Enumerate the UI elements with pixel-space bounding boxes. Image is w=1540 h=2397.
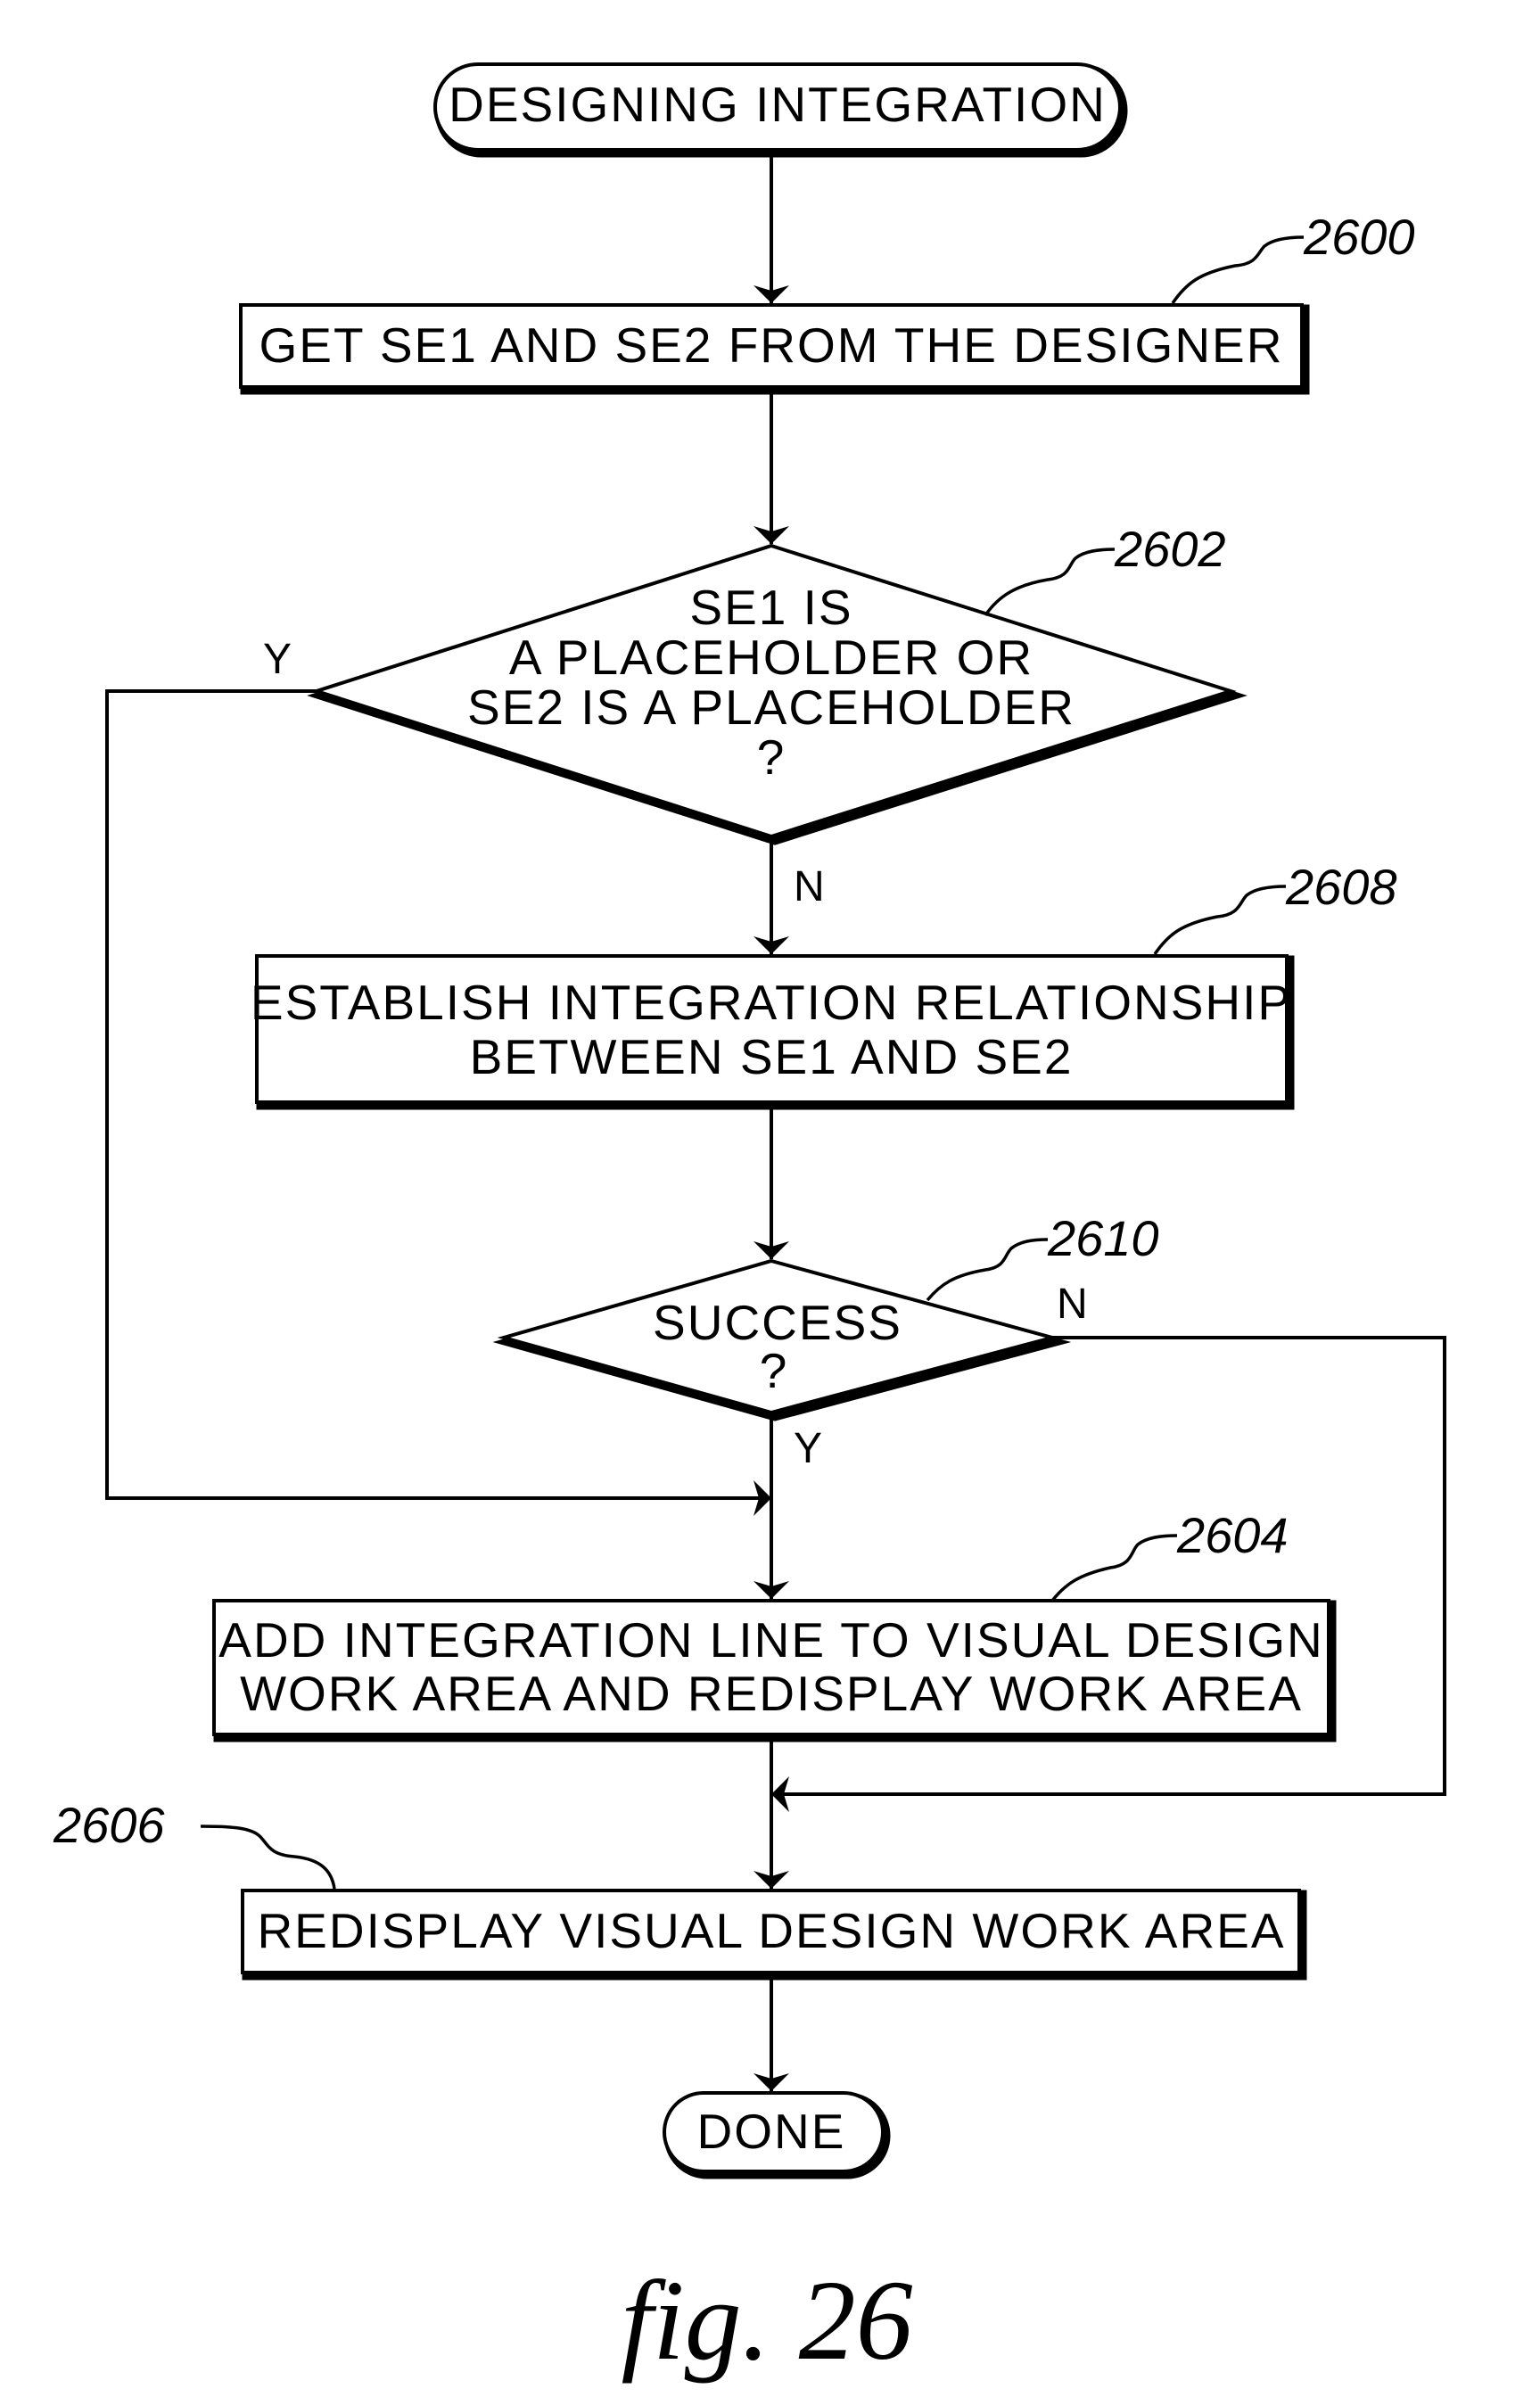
- ref-leader-2608: [1155, 886, 1286, 954]
- ref-leader-2602: [985, 549, 1115, 615]
- ref-label-2606: 2606: [53, 1797, 165, 1853]
- decision-2610-yes-label: Y: [794, 1425, 822, 1472]
- process-2604-line-2: WORK AREA AND REDISPLAY WORK AREA: [240, 1666, 1303, 1721]
- process-2604-line-1: ADD INTEGRATION LINE TO VISUAL DESIGN: [218, 1612, 1323, 1668]
- decision-2610-no-label: N: [1057, 1281, 1088, 1328]
- process-2600-line-1: GET SE1 AND SE2 FROM THE DESIGNER: [259, 317, 1284, 373]
- ref-label-2604: 2604: [1176, 1507, 1289, 1563]
- ref-leader-2604: [1052, 1536, 1177, 1601]
- decision-2602-yes-label: Y: [263, 636, 292, 683]
- decision-2602-line-2: A PLACEHOLDER OR: [509, 630, 1034, 685]
- ref-label-2608: 2608: [1285, 859, 1397, 915]
- start-label: DESIGNING INTEGRATION: [449, 77, 1107, 132]
- process-box-2604: ADD INTEGRATION LINE TO VISUAL DESIGN WO…: [214, 1601, 1332, 1738]
- decision-diamond-2602: SE1 IS A PLACEHOLDER OR SE2 IS A PLACEHO…: [317, 546, 1234, 841]
- decision-2610-line-2: ?: [760, 1343, 789, 1398]
- process-2608-line-2: BETWEEN SE1 AND SE2: [470, 1029, 1074, 1084]
- process-box-2608: ESTABLISH INTEGRATION RELATIONSHIP BETWE…: [251, 956, 1292, 1106]
- ref-label-2600: 2600: [1303, 209, 1415, 265]
- decision-2602-line-1: SE1 IS: [689, 580, 852, 635]
- process-2608-line-1: ESTABLISH INTEGRATION RELATIONSHIP: [251, 975, 1292, 1030]
- ref-leader-2600: [1173, 237, 1304, 303]
- process-box-2600: GET SE1 AND SE2 FROM THE DESIGNER: [241, 305, 1305, 391]
- decision-2602-line-3: SE2 IS A PLACEHOLDER: [467, 680, 1075, 735]
- decision-diamond-2610: SUCCESS ?: [504, 1261, 1056, 1417]
- process-box-2606: REDISPLAY VISUAL DESIGN WORK AREA: [243, 1890, 1303, 1976]
- decision-2602-line-4: ?: [757, 729, 786, 785]
- ref-leader-2610: [927, 1240, 1048, 1300]
- decision-2610-line-1: SUCCESS: [653, 1295, 902, 1350]
- figure-caption: fig. 26: [621, 2257, 912, 2384]
- ref-label-2602: 2602: [1114, 521, 1226, 577]
- process-2606-line-1: REDISPLAY VISUAL DESIGN WORK AREA: [257, 1903, 1285, 1958]
- ref-label-2610: 2610: [1047, 1210, 1159, 1266]
- connectors: [107, 150, 1445, 2091]
- end-label: DONE: [697, 2104, 846, 2159]
- ref-leader-2606: [201, 1826, 334, 1889]
- end-terminal: DONE: [664, 2093, 886, 2175]
- decision-2602-no-label: N: [794, 863, 825, 910]
- start-terminal: DESIGNING INTEGRATION: [435, 64, 1124, 153]
